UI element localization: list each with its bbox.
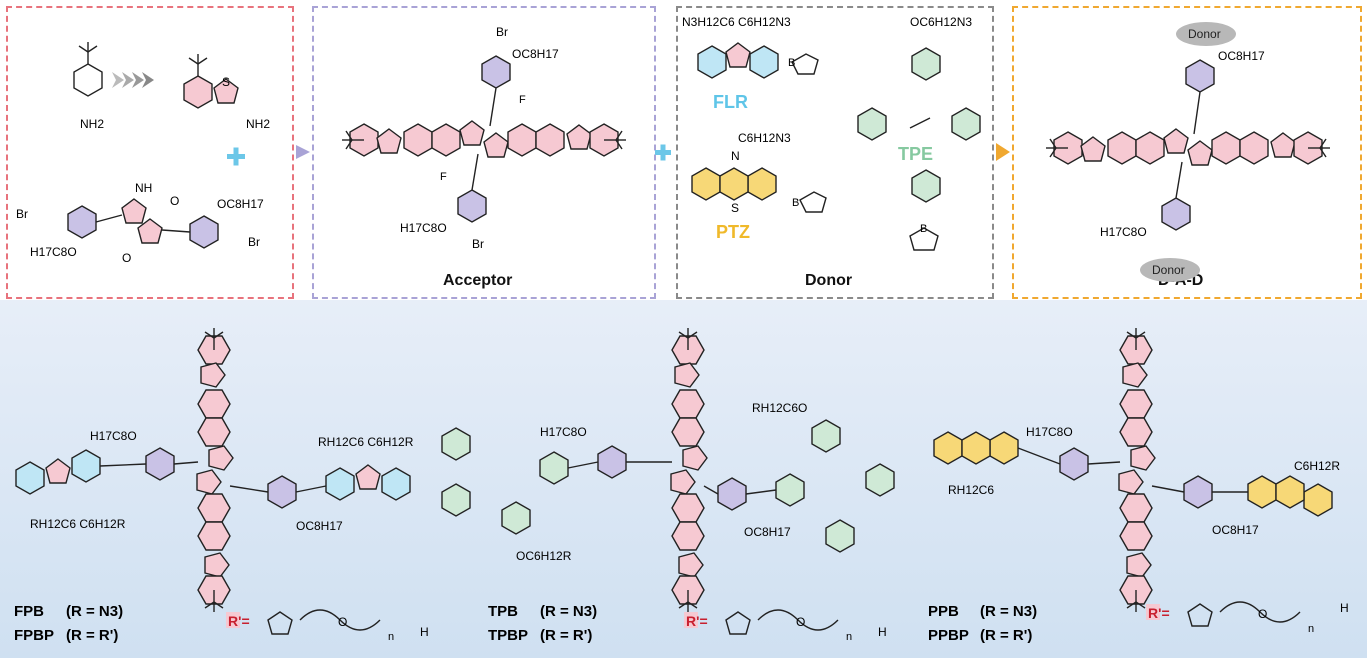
flr-label: FLR xyxy=(713,92,748,112)
svg-text:F: F xyxy=(519,94,526,106)
svg-text:FPB: FPB xyxy=(14,603,44,620)
svg-text:R'=: R'= xyxy=(228,613,250,629)
svg-text:(R = R'): (R = R') xyxy=(66,627,118,644)
ptz-label: PTZ xyxy=(716,222,750,242)
ellipse-donor-icon xyxy=(1176,22,1236,46)
aminobenzothiazole-structure: S NH2 xyxy=(183,53,270,131)
svg-text:O: O xyxy=(796,615,805,629)
fpb-structure: H17C8O OC8H17 RH12C6 C6H12R RH12C6 C6H12… xyxy=(15,327,414,613)
svg-text:R'=: R'= xyxy=(686,613,708,629)
acceptor-structure: Br OC8H17 H17C8O Br F F xyxy=(341,25,627,251)
svg-text:(R = N3): (R = N3) xyxy=(66,603,123,620)
svg-text:Br: Br xyxy=(248,235,260,249)
svg-text:TPBP: TPBP xyxy=(488,627,528,644)
donor-label: Donor xyxy=(805,272,853,289)
tpb-structure: H17C8O OC8H17 OC6H12R RH12C6O xyxy=(441,327,895,613)
svg-text:RH12C6: RH12C6 xyxy=(948,483,994,497)
svg-text:N3H12C6 C6H12N3: N3H12C6 C6H12N3 xyxy=(682,15,791,29)
plus-icon xyxy=(655,144,671,161)
svg-text:(R = R'): (R = R') xyxy=(540,627,592,644)
svg-text:R'=: R'= xyxy=(1148,605,1170,621)
svg-text:OC6H12N3: OC6H12N3 xyxy=(910,15,972,29)
flr-structure: N3H12C6 C6H12N3 B FLR xyxy=(682,15,819,112)
svg-text:OC8H17: OC8H17 xyxy=(1218,49,1265,63)
svg-text:Br: Br xyxy=(16,207,28,221)
aniline-structure: NH2 xyxy=(73,41,104,131)
svg-text:(R = N3): (R = N3) xyxy=(540,603,597,620)
svg-text:Br: Br xyxy=(496,25,508,39)
svg-text:S: S xyxy=(222,75,230,89)
svg-text:OC8H17: OC8H17 xyxy=(1212,523,1259,537)
tpe-label: TPE xyxy=(898,144,933,164)
acceptor-label: Acceptor xyxy=(443,272,513,289)
svg-text:RH12C6 C6H12R: RH12C6 C6H12R xyxy=(318,435,414,449)
svg-text:H17C8O: H17C8O xyxy=(400,221,447,235)
svg-text:n: n xyxy=(846,631,852,643)
triangle-arrow-icon xyxy=(296,145,310,159)
svg-text:B: B xyxy=(788,57,795,69)
svg-text:OC8H17: OC8H17 xyxy=(217,197,264,211)
tpb-legend: TPB (R = N3) TPBP (R = R') R'= O n H xyxy=(488,603,887,644)
svg-text:H17C8O: H17C8O xyxy=(90,429,137,443)
svg-text:O: O xyxy=(170,194,179,208)
ellipse-donor-icon xyxy=(1140,258,1200,282)
svg-text:PPB: PPB xyxy=(928,603,959,620)
svg-text:C6H12N3: C6H12N3 xyxy=(738,131,791,145)
plus-icon xyxy=(227,147,245,166)
svg-text:NH2: NH2 xyxy=(80,117,104,131)
svg-text:O: O xyxy=(122,251,131,265)
svg-text:H17C8O: H17C8O xyxy=(1026,425,1073,439)
dpp-dibromide-structure: Br H17C8O NH O O OC8H17 Br xyxy=(16,181,264,265)
ptz-structure: N S C6H12N3 B PTZ xyxy=(691,131,827,242)
dad-panel xyxy=(1012,6,1362,299)
svg-text:H17C8O: H17C8O xyxy=(540,425,587,439)
dad-structure: Donor Donor OC8H17 H17C8O xyxy=(1045,22,1331,282)
svg-text:B: B xyxy=(792,197,799,209)
chevron-arrow-icon xyxy=(112,72,154,88)
ppb-legend: PPB (R = N3) PPBP (R = R') R'= O n H xyxy=(928,601,1349,644)
svg-text:PPBP: PPBP xyxy=(928,627,969,644)
tpe-structure: OC6H12N3 TPE B xyxy=(857,15,981,251)
svg-text:O: O xyxy=(338,615,347,629)
svg-text:NH: NH xyxy=(135,181,152,195)
svg-text:H: H xyxy=(1340,601,1349,615)
donor-panel xyxy=(676,6,994,299)
svg-text:OC8H17: OC8H17 xyxy=(512,47,559,61)
triangle-arrow-icon xyxy=(996,143,1010,161)
svg-text:H17C8O: H17C8O xyxy=(1100,225,1147,239)
svg-text:OC8H17: OC8H17 xyxy=(296,519,343,533)
svg-text:FPBP: FPBP xyxy=(14,627,54,644)
svg-text:O: O xyxy=(1258,607,1267,621)
starting-materials-panel xyxy=(6,6,294,299)
svg-text:(R = N3): (R = N3) xyxy=(980,603,1037,620)
ppb-structure: H17C8O OC8H17 RH12C6 C6H12R xyxy=(933,327,1340,613)
fpb-legend: FPB (R = N3) FPBP (R = R') R'= O n H xyxy=(14,603,429,644)
svg-text:H: H xyxy=(878,625,887,639)
svg-text:S: S xyxy=(731,201,739,215)
svg-text:n: n xyxy=(388,631,394,643)
svg-text:(R = R'): (R = R') xyxy=(980,627,1032,644)
svg-text:H: H xyxy=(420,625,429,639)
svg-text:RH12C6 C6H12R: RH12C6 C6H12R xyxy=(30,517,126,531)
svg-text:H17C8O: H17C8O xyxy=(30,245,77,259)
svg-text:F: F xyxy=(440,171,447,183)
svg-text:Donor: Donor xyxy=(1152,263,1185,277)
svg-text:N: N xyxy=(731,149,740,163)
svg-text:NH2: NH2 xyxy=(246,117,270,131)
svg-text:OC6H12R: OC6H12R xyxy=(516,549,572,563)
svg-text:OC8H17: OC8H17 xyxy=(744,525,791,539)
svg-text:Br: Br xyxy=(472,237,484,251)
svg-text:C6H12R: C6H12R xyxy=(1294,459,1340,473)
svg-text:TPB: TPB xyxy=(488,603,518,620)
svg-text:B: B xyxy=(920,223,927,235)
svg-text:Donor: Donor xyxy=(1188,27,1221,41)
svg-text:n: n xyxy=(1308,623,1314,635)
svg-text:RH12C6O: RH12C6O xyxy=(752,401,807,415)
